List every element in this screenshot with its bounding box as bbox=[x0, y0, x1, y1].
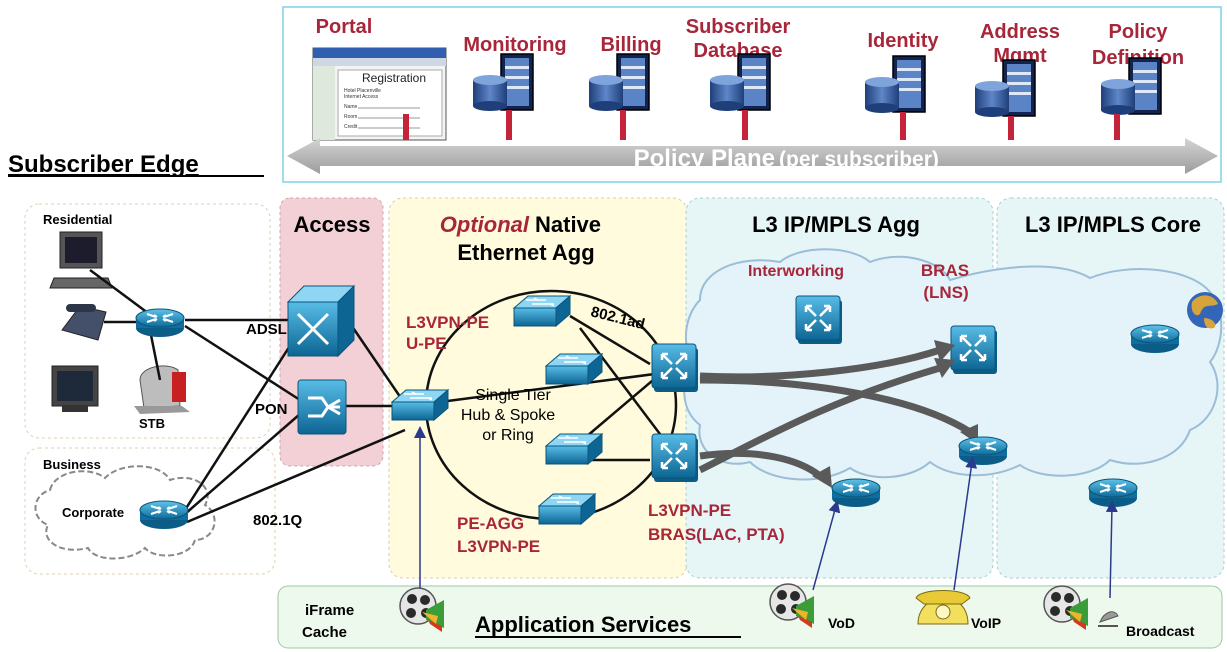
voip-label: VoIP bbox=[971, 615, 1001, 631]
pe-agg-label-1: PE-AGG bbox=[457, 514, 524, 533]
portal-window-title: Registration bbox=[362, 71, 426, 85]
core-router-broadcast-icon bbox=[1088, 478, 1138, 508]
policy-label-policy-line1: Policy bbox=[1109, 21, 1169, 43]
bras-lns-switch-icon bbox=[949, 324, 999, 376]
policy-label-monitoring: Monitoring bbox=[463, 34, 566, 56]
policy-connectors bbox=[403, 110, 1120, 140]
portal-window-subtitle-1: Hotel Placenville bbox=[344, 88, 381, 94]
subscriber-edge-label: Subscriber Edge bbox=[8, 151, 199, 178]
policy-label-address-line1: Address bbox=[980, 21, 1060, 43]
business-router-icon bbox=[139, 500, 189, 530]
satellite-dish-icon bbox=[1098, 611, 1119, 627]
policy-plane-label: Policy Plane bbox=[634, 145, 775, 172]
core-router-internet-icon bbox=[1130, 324, 1180, 354]
phone-icon bbox=[61, 304, 107, 341]
iframe-label-1: iFrame bbox=[305, 602, 354, 619]
pc-icon bbox=[49, 231, 113, 289]
set-top-box-icon bbox=[134, 365, 190, 414]
native-ethernet-header-line2: Ethernet Agg bbox=[457, 240, 594, 265]
agg-l3-switch-upper-icon bbox=[650, 342, 700, 394]
dslam-icon bbox=[286, 284, 356, 358]
pe-agg-switch-icon bbox=[538, 493, 596, 525]
service-links bbox=[414, 426, 1118, 599]
pon-label: PON bbox=[255, 401, 288, 418]
l3-agg-header: L3 IP/MPLS Agg bbox=[752, 212, 920, 237]
access-links bbox=[89, 268, 673, 524]
business-label: Business bbox=[43, 457, 101, 472]
policy-plane-sublabel: (per subscriber) bbox=[779, 148, 939, 171]
u-pe-switch-icon bbox=[391, 389, 449, 421]
ring-label-1: Single Tier bbox=[475, 387, 551, 404]
access-header: Access bbox=[293, 212, 370, 237]
registration-portal-icon: Registration Hotel Placenville Internet … bbox=[312, 47, 447, 141]
corporate-label: Corporate bbox=[62, 505, 124, 520]
bras-lns-label-1: BRAS bbox=[921, 261, 969, 280]
l3vpn-bras-label-2: BRAS(LAC, PTA) bbox=[648, 525, 785, 544]
pon-olt-icon bbox=[297, 379, 347, 435]
telephone-icon bbox=[915, 590, 971, 625]
pe-agg-label-2: L3VPN-PE bbox=[457, 537, 540, 556]
corporate-cloud bbox=[34, 465, 216, 560]
interworking-label: Interworking bbox=[748, 263, 844, 280]
application-services-bar bbox=[277, 585, 1223, 649]
broadcast-label: Broadcast bbox=[1126, 623, 1195, 639]
stb-label: STB bbox=[139, 416, 165, 431]
ring-switch-2-icon bbox=[545, 353, 603, 385]
portal-field-credit: Credit bbox=[344, 124, 358, 130]
agg-router-vod-icon bbox=[831, 478, 881, 508]
policy-label-identity: Identity bbox=[867, 30, 939, 52]
residential-router-icon bbox=[135, 308, 185, 338]
l3vpn-bras-label-1: L3VPN-PE bbox=[648, 501, 731, 520]
policy-label-subscriber-line1: Subscriber bbox=[686, 16, 791, 38]
traffic-flow-arrows bbox=[698, 346, 972, 479]
interworking-switch-icon bbox=[794, 294, 844, 346]
dot1q-label: 802.1Q bbox=[253, 512, 303, 529]
tv-icon bbox=[51, 365, 99, 412]
l3vpn-pe-upe-label-2: U-PE bbox=[406, 334, 447, 353]
bras-lns-label-2: (LNS) bbox=[923, 283, 968, 302]
internet-globe-icon bbox=[1187, 292, 1223, 329]
ring-label-2: Hub & Spoke bbox=[461, 407, 555, 424]
agg-l3-switch-lower-icon bbox=[650, 432, 700, 484]
policy-plane-arrow bbox=[287, 138, 1218, 174]
ring-switch-3-icon bbox=[545, 433, 603, 465]
residential-label: Residential bbox=[43, 212, 112, 227]
ring-label-3: or Ring bbox=[482, 427, 534, 444]
portal-field-name: Name bbox=[344, 104, 358, 110]
ring-switch-1-icon bbox=[513, 295, 571, 327]
agg-router-voip-icon bbox=[958, 436, 1008, 466]
vod-label: VoD bbox=[828, 615, 855, 631]
application-services-title: Application Services bbox=[475, 612, 691, 637]
policy-label-billing: Billing bbox=[600, 34, 661, 56]
l3vpn-pe-upe-label-1: L3VPN-PE bbox=[406, 313, 489, 332]
adsl-label: ADSL bbox=[246, 321, 287, 338]
portal-window-subtitle-2: Internet Access bbox=[344, 94, 379, 100]
policy-label-portal: Portal bbox=[316, 16, 373, 38]
native-ethernet-header-italic: Optional bbox=[440, 212, 530, 237]
portal-field-room: Room bbox=[344, 114, 357, 120]
native-ethernet-header-line1: Native bbox=[535, 212, 601, 237]
iframe-label-2: Cache bbox=[302, 624, 347, 641]
l3-core-header: L3 IP/MPLS Core bbox=[1025, 212, 1201, 237]
